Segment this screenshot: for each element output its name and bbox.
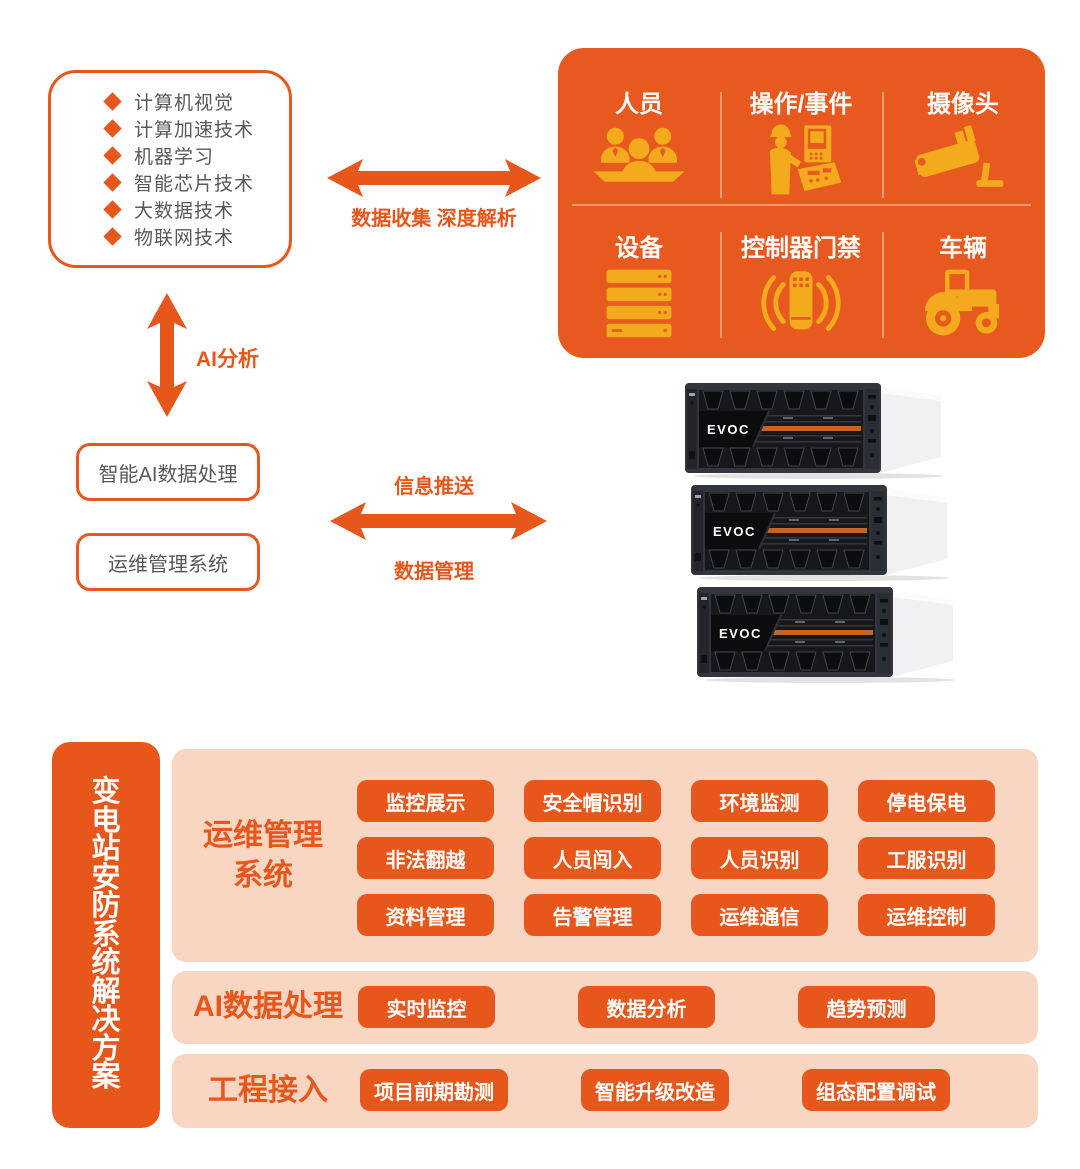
cell-label: 人员 [615, 91, 663, 118]
engineering-feature-button-row: 项目前期勘测 智能升级改造 组态配置调试 [360, 1069, 950, 1111]
operator-icon [769, 124, 842, 195]
feature-button[interactable]: 非法翻越 [357, 837, 494, 879]
diamond-bullet-icon [103, 92, 122, 111]
collect-arrow-label: 数据收集 深度解析 [351, 208, 517, 230]
push-arrow-label: 信息推送 [394, 476, 474, 498]
section-title-line: AI数据处理 [193, 990, 343, 1023]
server-brand-label: EVOC [713, 524, 756, 539]
tech-item-label: 物联网技术 [134, 228, 235, 249]
source-cell-people: 人员 [558, 88, 720, 240]
double-arrow-horizontal-icon [327, 159, 541, 197]
ai-feature-button-row: 实时监控 数据分析 趋势预测 [358, 986, 935, 1028]
diamond-bullet-icon [103, 146, 122, 165]
cell-label: 控制器门禁 [741, 235, 861, 262]
feature-button[interactable]: 人员闯入 [524, 837, 661, 879]
server-brand-label: EVOC [719, 626, 762, 641]
camera-icon [915, 125, 1004, 187]
server-stack-group: EVOC EVOC [683, 381, 973, 687]
ai-arrow-label: AI分析 [196, 348, 259, 371]
source-cell-vehicle: 车辆 [882, 232, 1044, 384]
server-brand-label: EVOC [707, 422, 750, 437]
cell-label: 设备 [615, 235, 663, 262]
tech-item-label: 大数据技术 [134, 201, 235, 222]
list-item: 大数据技术 [103, 199, 289, 222]
list-item: 智能芯片技术 [103, 172, 289, 195]
list-item: 计算加速技术 [103, 118, 289, 141]
feature-button[interactable]: 数据分析 [578, 986, 715, 1028]
feature-button[interactable]: 项目前期勘测 [360, 1069, 508, 1111]
list-item: 计算机视觉 [103, 91, 289, 114]
diamond-bullet-icon [103, 119, 122, 138]
cell-label: 操作/事件 [749, 91, 853, 118]
section-title-ai-processing: AI数据处理 [180, 987, 356, 1027]
feature-button[interactable]: 实时监控 [358, 986, 495, 1028]
ops-management-system-box: 运维管理系统 [76, 533, 260, 591]
feature-button[interactable]: 运维控制 [858, 894, 995, 936]
manage-arrow-label: 数据管理 [394, 561, 474, 583]
server-unit-image: EVOC [697, 587, 955, 683]
feature-button[interactable]: 安全帽识别 [524, 780, 661, 822]
diamond-bullet-icon [103, 200, 122, 219]
people-icon [593, 127, 685, 182]
diamond-bullet-icon [103, 227, 122, 246]
tech-item-label: 机器学习 [134, 147, 215, 168]
ai-data-processing-box: 智能AI数据处理 [76, 443, 260, 501]
source-cell-equipment: 控制器门禁 设备 [558, 232, 720, 384]
feature-button[interactable]: 告警管理 [524, 894, 661, 936]
cell-label: 摄像头 [927, 91, 999, 118]
source-cell-operation: 操作/事件 [720, 88, 882, 240]
feature-button[interactable]: 组态配置调试 [802, 1069, 950, 1111]
feature-button[interactable]: 环境监测 [691, 780, 828, 822]
server-unit-image: EVOC [691, 485, 949, 581]
cell-divider [882, 92, 884, 198]
double-arrow-horizontal-icon [330, 502, 547, 540]
server-unit-image: EVOC [685, 383, 943, 479]
data-source-box: 人员 操作/事件 [558, 48, 1045, 358]
access-controller-icon [761, 271, 841, 331]
cell-divider [720, 92, 722, 198]
feature-button[interactable]: 停电保电 [858, 780, 995, 822]
ops-feature-button-grid: 监控展示 安全帽识别 环境监测 停电保电 非法翻越 人员闯入 人员识别 工服识别… [357, 780, 995, 936]
diamond-bullet-icon [103, 173, 122, 192]
cell-label: 车辆 [939, 235, 987, 262]
list-item: 物联网技术 [103, 226, 289, 249]
vehicle-icon [925, 269, 1000, 336]
double-arrow-vertical-icon [147, 293, 187, 417]
cell-divider [720, 232, 722, 338]
tech-item-label: 计算加速技术 [134, 120, 255, 141]
tech-item-label: 计算机视觉 [134, 93, 235, 114]
source-cell-camera: 摄像头 [882, 88, 1044, 240]
section-title-line: 系统 [233, 859, 293, 892]
tech-item-label: 智能芯片技术 [134, 174, 255, 195]
section-title-line: 工程接入 [208, 1074, 328, 1107]
ai-technology-list-box: 计算机视觉 计算加速技术 机器学习 智能芯片技术 大数据技术 物联网技术 [48, 70, 292, 268]
list-item: 机器学习 [103, 145, 289, 168]
feature-button[interactable]: 运维通信 [691, 894, 828, 936]
feature-button[interactable]: 资料管理 [357, 894, 494, 936]
feature-button[interactable]: 监控展示 [357, 780, 494, 822]
section-title-line: 运维管理 [203, 819, 323, 852]
feature-button[interactable]: 工服识别 [858, 837, 995, 879]
cell-divider [882, 232, 884, 338]
section-title-ops-management: 运维管理 系统 [180, 816, 346, 896]
row-divider [572, 204, 1031, 206]
feature-button[interactable]: 智能升级改造 [581, 1069, 729, 1111]
source-cell-access-controller: 控制器门禁 [720, 232, 882, 384]
solution-title-banner: 变电站安防系统解决方案 [52, 742, 160, 1128]
solution-title-vertical-text: 变电站安防系统解决方案 [91, 776, 121, 1094]
feature-button[interactable]: 人员识别 [691, 837, 828, 879]
section-title-engineering: 工程接入 [180, 1071, 356, 1111]
equipment-icon [606, 269, 672, 338]
feature-button[interactable]: 趋势预测 [798, 986, 935, 1028]
